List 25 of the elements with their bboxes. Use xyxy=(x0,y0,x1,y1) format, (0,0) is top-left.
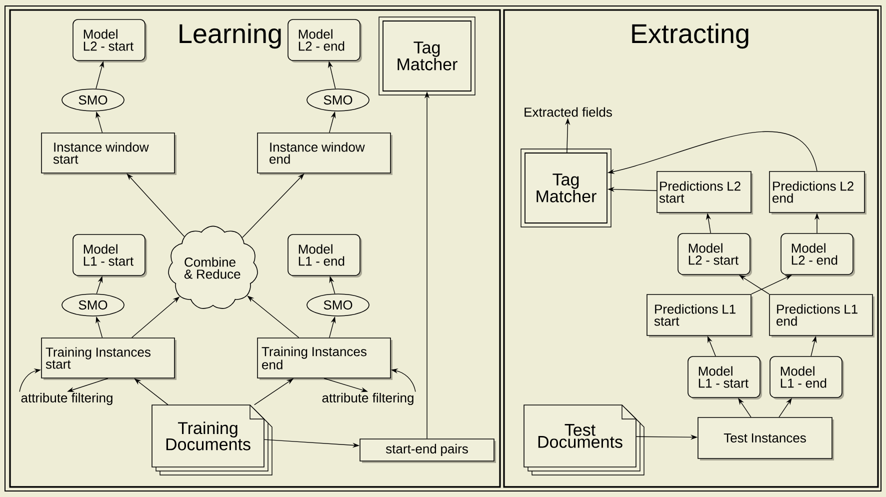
rounded-box: Model L2 - start xyxy=(678,233,752,276)
node-text: attribute filtering xyxy=(21,392,112,406)
rounded-box: Model L2 - start xyxy=(72,19,147,62)
rounded-box: Model L1 - end xyxy=(288,234,362,278)
node-text: Extracted fields xyxy=(524,107,612,117)
document-stack: Test Documents xyxy=(524,404,644,476)
document-stack: Training Documents xyxy=(152,404,272,476)
process-box: Training Instances start xyxy=(41,338,176,380)
process-box: Predictions L1 end xyxy=(769,294,874,338)
process-box: Predictions L2 end xyxy=(769,171,866,214)
process-box: start-end pairs xyxy=(360,438,496,463)
double-box: Tag Matcher xyxy=(520,148,612,228)
rounded-box: Model L1 - end xyxy=(770,356,844,400)
rounded-box: Model L1 - start xyxy=(72,234,147,278)
rounded-box: Model L2 - end xyxy=(288,19,362,62)
double-box: Tag Matcher xyxy=(378,16,476,96)
node-text: attribute filtering xyxy=(322,392,414,406)
rounded-box: Model L1 - start xyxy=(688,356,762,400)
rounded-box: Model L2 - end xyxy=(780,233,855,276)
process-box: Test Instances xyxy=(698,417,834,460)
process-box: Instance window end xyxy=(257,132,392,175)
process-box: Predictions L1 start xyxy=(646,294,753,338)
process-box: Instance window start xyxy=(41,132,176,175)
process-box: Training Instances end xyxy=(257,338,392,380)
process-box: Predictions L2 start xyxy=(656,171,753,214)
